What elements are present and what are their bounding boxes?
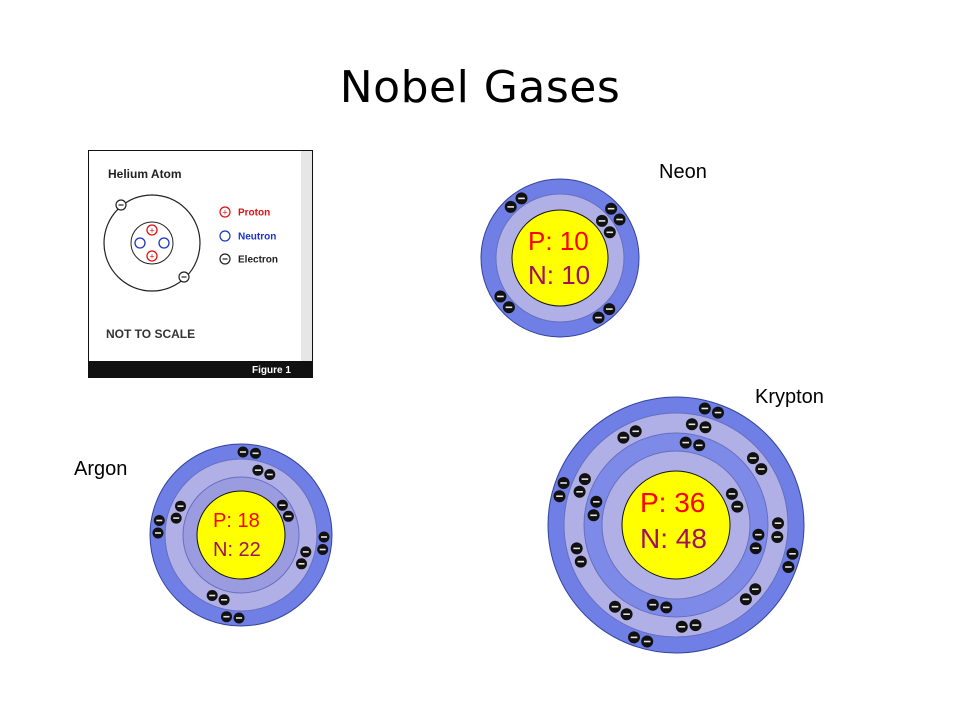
- nucleus: [511, 209, 609, 307]
- proton-count: P: 18: [213, 510, 260, 532]
- proton-legend-icon: [219, 206, 231, 218]
- neutron-count: N: 10: [528, 260, 590, 290]
- not-to-scale-note: NOT TO SCALE: [106, 327, 195, 341]
- neutron-count: N: 22: [213, 539, 261, 561]
- legend-electron-label: Electron: [238, 255, 278, 266]
- electron-group: [553, 402, 799, 648]
- helium-figure: Helium Atom + + + Proton Neutron Electro…: [88, 150, 313, 378]
- electron-group: [152, 446, 330, 624]
- proton-count: P: 10: [528, 226, 589, 256]
- figure-caption: Figure 1: [252, 365, 291, 376]
- proton-particle: [146, 250, 158, 262]
- proton-sign: +: [149, 226, 154, 236]
- legend-neutron-label: Neutron: [238, 232, 276, 243]
- neon-label: Neon: [659, 161, 707, 183]
- krypton-atom: P: 36 N: 48: [547, 396, 805, 654]
- neutron-count: N: 48: [640, 523, 707, 554]
- electron-group: [494, 192, 626, 324]
- krypton-label: Krypton: [755, 386, 824, 408]
- argon-atom: P: 18 N: 22: [149, 443, 333, 627]
- figure-shadow: [301, 151, 312, 361]
- argon-label: Argon: [74, 458, 128, 480]
- helium-figure-title: Helium Atom: [108, 167, 182, 181]
- helium-shell: [103, 194, 201, 292]
- helium-electrons: [115, 199, 190, 283]
- proton-particle: [146, 224, 158, 236]
- nucleus: [196, 490, 286, 580]
- helium-nucleons: + +: [134, 224, 170, 262]
- proton-count: P: 36: [640, 487, 705, 518]
- helium-nucleus-ring: [130, 221, 174, 265]
- neutron-legend-icon: [219, 230, 231, 242]
- figure-panel: [89, 151, 301, 361]
- neon-atom: P: 10 N: 10: [480, 178, 640, 338]
- legend-proton-label: Proton: [238, 208, 270, 219]
- neutron-particle: [158, 237, 170, 249]
- proton-sign: +: [149, 252, 154, 262]
- slide-title: Nobel Gases: [339, 62, 621, 113]
- svg-text:+: +: [222, 208, 227, 218]
- neutron-particle: [134, 237, 146, 249]
- helium-legend: + Proton Neutron Electron: [219, 206, 278, 266]
- nucleus: [621, 470, 731, 580]
